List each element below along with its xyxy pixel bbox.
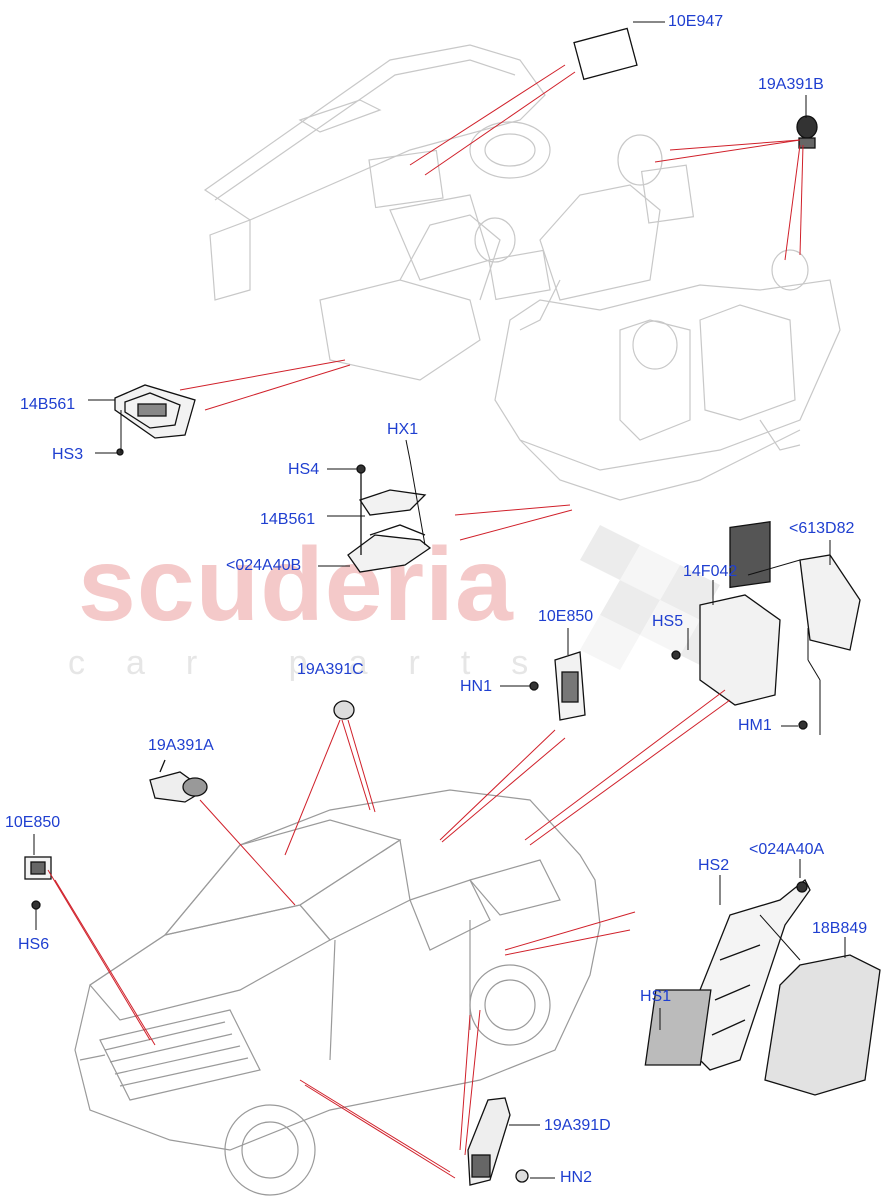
- antenna-19a391d-part-icon: [467, 1097, 529, 1186]
- callout-hm1: HM1: [738, 717, 772, 734]
- bracket-14b561-part-icon: [114, 384, 196, 456]
- callout-18b849: 18B849: [812, 920, 868, 937]
- callout-613d82: <613D82: [789, 520, 855, 537]
- parts: [24, 27, 881, 1186]
- callout-024a40a: <024A40A: [749, 841, 825, 858]
- connector-10e850-part-icon: [529, 651, 586, 721]
- callout-hs1: HS1: [640, 988, 672, 1005]
- callout-10e947: 10E947: [668, 13, 724, 30]
- module-18b849-part-icon: [644, 954, 881, 1096]
- vehicle-outline-ghost: [74, 789, 601, 1196]
- callout-hs5: HS5: [652, 613, 684, 630]
- callout-10e850-a: 10E850: [538, 608, 594, 625]
- callout-hn2: HN2: [560, 1169, 593, 1186]
- display-screen-part-icon: [573, 27, 638, 81]
- callout-hs4: HS4: [288, 461, 320, 478]
- camera-module-part-icon: [796, 115, 818, 149]
- antenna-19a391c-part-icon: [333, 700, 355, 720]
- antenna-19a391a-part-icon: [149, 759, 208, 803]
- callout-14b561-b: 14B561: [260, 511, 316, 528]
- cabin-interior-ghost: [203, 44, 841, 501]
- callout-10e850-b: 10E850: [5, 814, 61, 831]
- callout-19a391a: 19A391A: [148, 737, 214, 754]
- callout-hs6: HS6: [18, 936, 50, 953]
- watermark-tagline: car parts: [68, 644, 569, 682]
- black-leader-lines: [33, 21, 846, 1179]
- callout-19a391d: 19A391D: [544, 1117, 611, 1134]
- control-module-14f042-part-icon: [671, 521, 861, 730]
- callout-hx1: HX1: [387, 421, 419, 438]
- watermark-brand: scuderia: [78, 527, 514, 643]
- callout-14f042: 14F042: [683, 563, 738, 580]
- callout-024a40b: <024A40B: [226, 557, 302, 574]
- seat-module-bracket-part-icon: [347, 464, 432, 573]
- callout-hs2: HS2: [698, 857, 730, 874]
- red-leader-lines: [47, 64, 804, 1179]
- connector-10e850-b-part-icon: [24, 856, 52, 910]
- callout-19a391c: 19A391C: [297, 661, 364, 678]
- callout-14b561-a: 14B561: [20, 396, 76, 413]
- callout-19a391b: 19A391B: [758, 76, 824, 93]
- callout-hs3: HS3: [52, 446, 84, 463]
- callout-hn1: HN1: [460, 678, 493, 695]
